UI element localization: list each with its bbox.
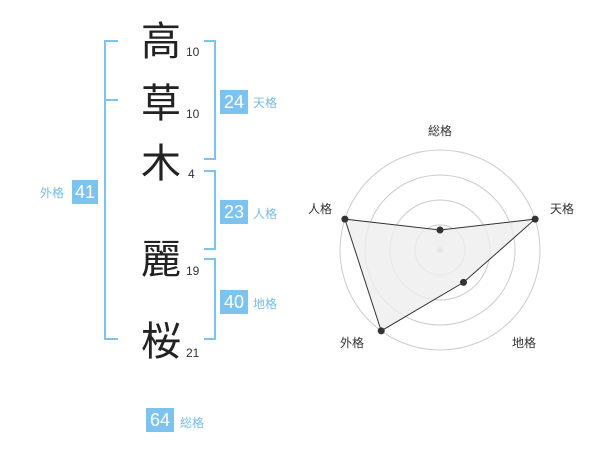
chikaku-value: 40 [220,290,248,314]
stroke-count-5: 21 [186,346,200,360]
radar-axis-label-gaikaku: 外格 [339,336,364,350]
radar-point-2 [531,215,539,223]
radar-point-1 [436,226,444,234]
radar-axis-label-jinkaku: 人格 [307,202,332,216]
name-char-4: 麗 [141,237,181,283]
radar-area [344,218,537,332]
stroke-count-1: 10 [186,45,200,59]
radar-axis-label-chikaku: 地格 [511,336,536,350]
radar-ring [339,149,541,351]
jinkaku-value: 23 [220,200,248,224]
radar-points [341,215,539,335]
tenkaku-value: 24 [220,90,248,114]
name-char-3: 木 [141,141,181,187]
radar-axis-label-soukaku: 総格 [427,124,452,138]
chikaku-label: 地格 [253,297,278,311]
radar-point-5 [341,215,349,223]
radar-axis-label-tenkaku: 天格 [549,202,574,216]
jinkaku-label: 人格 [253,207,278,221]
tenkaku-label: 天格 [253,96,278,110]
name-char-1: 高 [141,19,181,65]
stroke-count-3: 4 [188,167,195,181]
name-char-2: 草 [141,81,181,127]
gaikaku-label: 外格 [40,186,65,200]
stroke-count-2: 10 [186,107,200,121]
radar-chart [339,149,541,351]
gaikaku-value: 41 [72,180,98,204]
stroke-count-4: 19 [186,264,200,278]
soukaku-value: 64 [146,408,174,432]
soukaku-label: 総格 [180,416,205,430]
name-char-5: 桜 [141,319,181,365]
radar-point-3 [460,278,468,286]
radar-point-4 [377,327,385,335]
